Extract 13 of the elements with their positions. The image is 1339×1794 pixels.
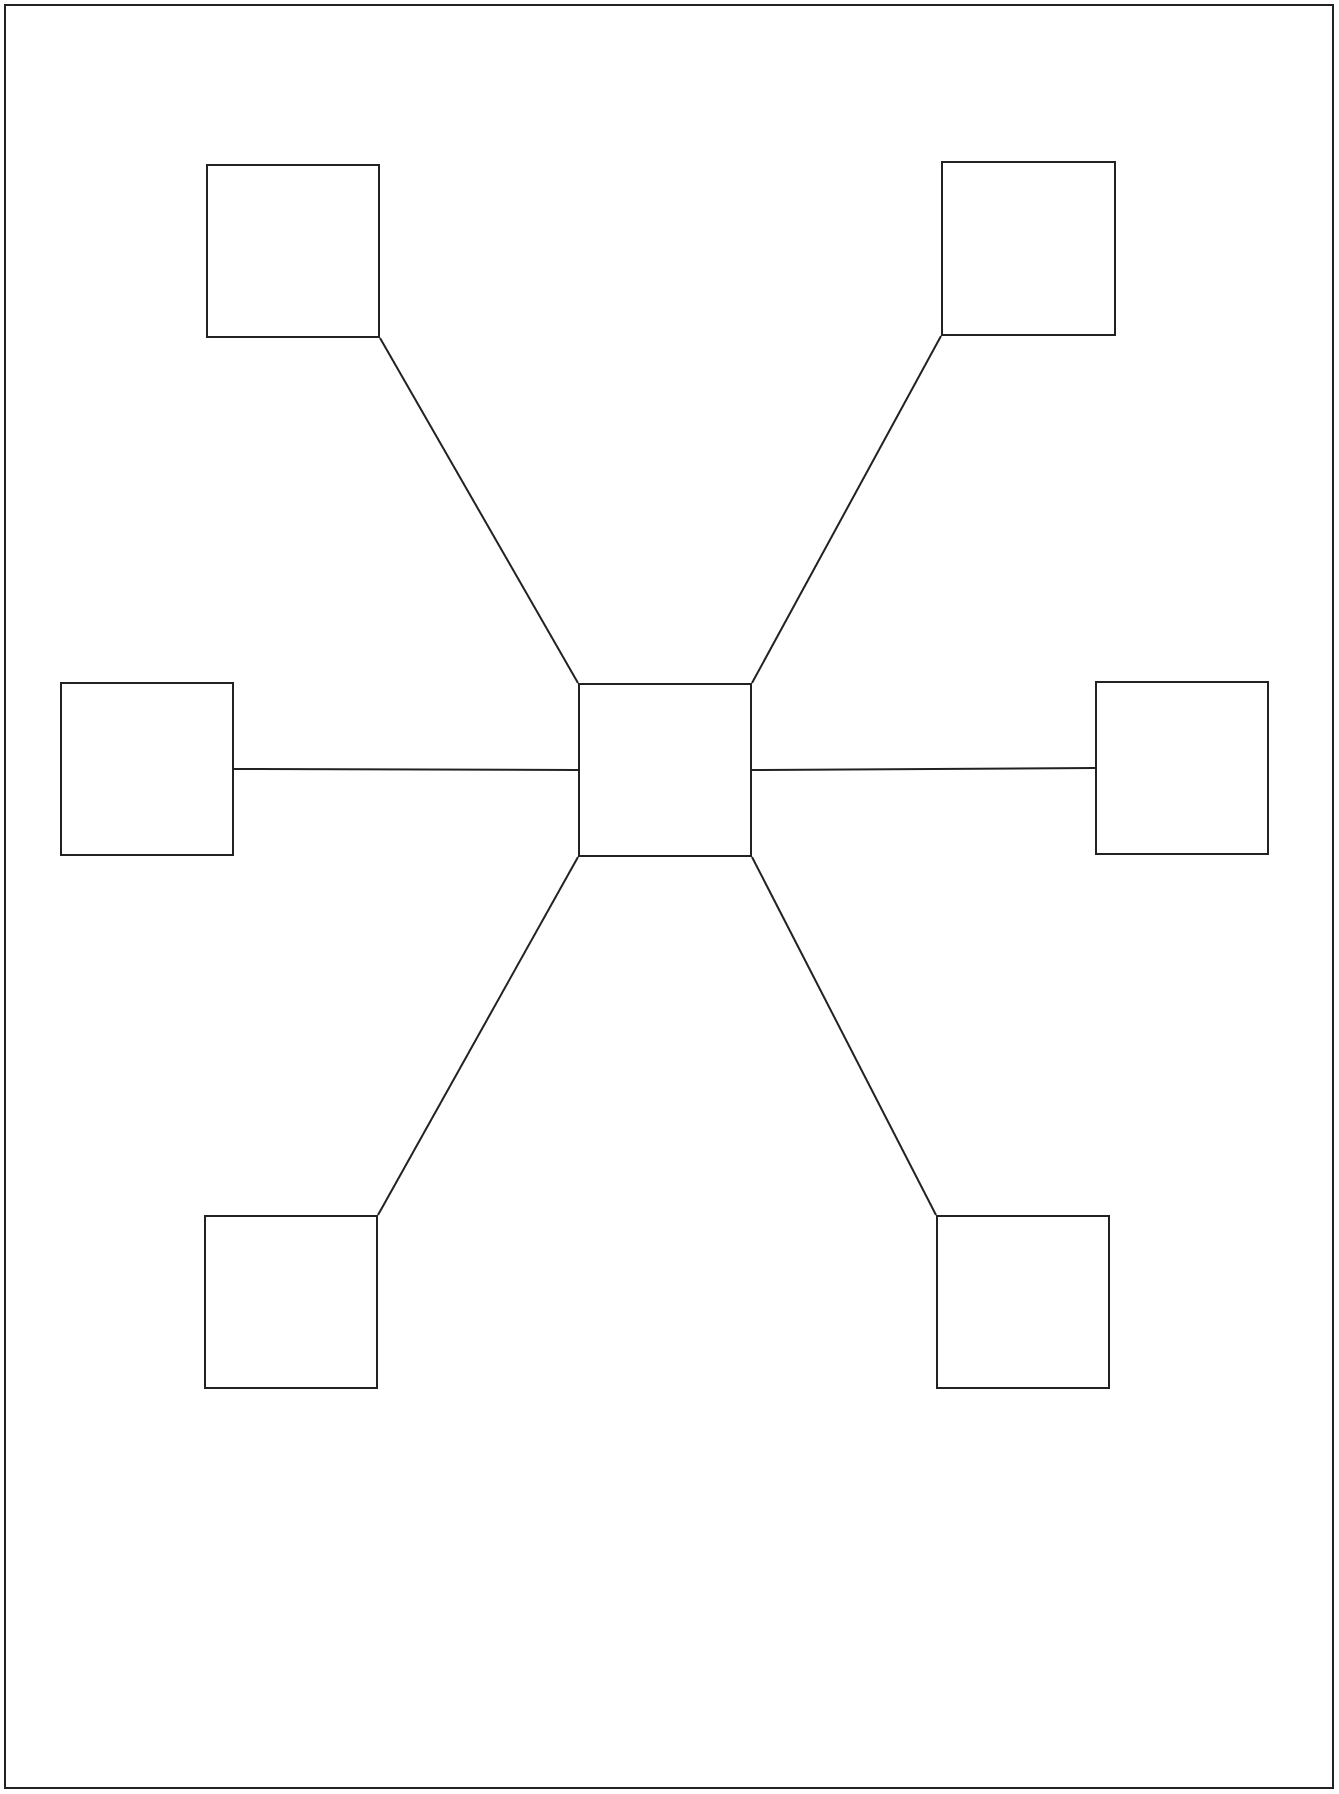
connector-line	[379, 337, 579, 684]
empty-box	[60, 682, 234, 856]
connector-line	[751, 856, 937, 1216]
empty-box	[936, 1215, 1110, 1389]
connector-line	[233, 768, 579, 771]
empty-box	[941, 161, 1116, 336]
connector-line	[377, 856, 579, 1216]
empty-box	[204, 1215, 378, 1389]
connector-line	[751, 335, 942, 684]
empty-box	[1095, 681, 1269, 855]
empty-box	[206, 164, 380, 338]
connector-line	[751, 767, 1096, 771]
empty-box	[578, 683, 752, 857]
